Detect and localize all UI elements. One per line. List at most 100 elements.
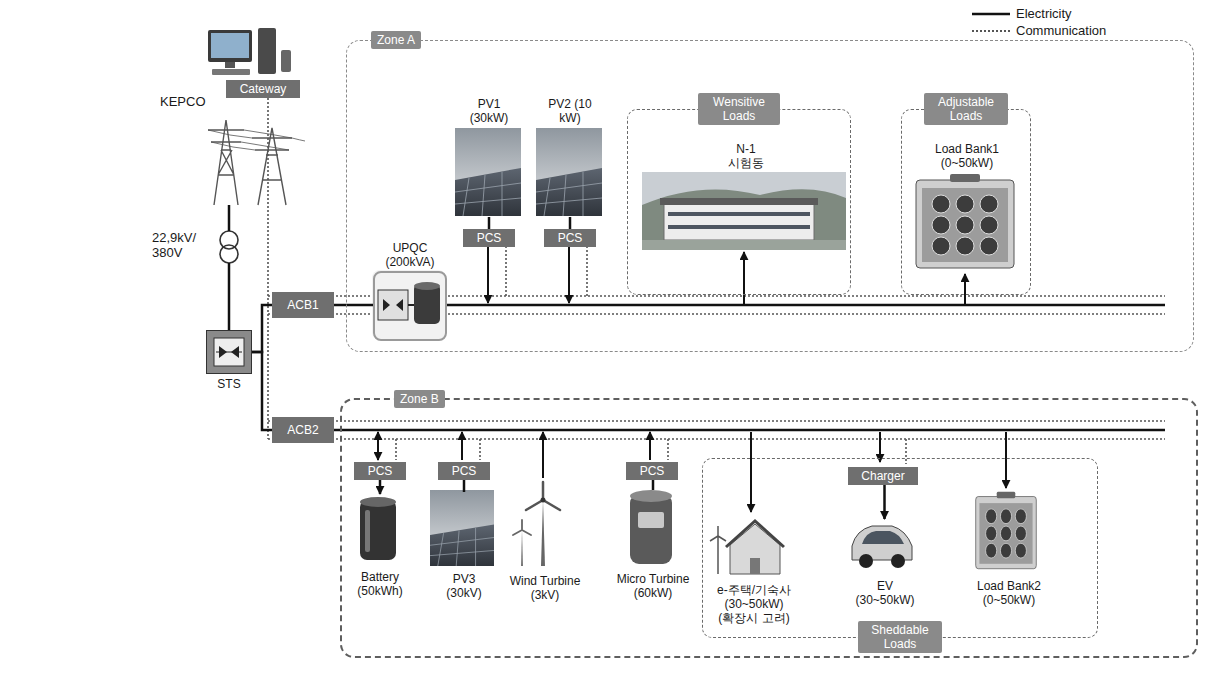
ev-body: [852, 526, 912, 560]
turbine-hub: [541, 498, 546, 503]
node-label: Load Bank2 (0~50kW): [971, 579, 1047, 607]
connector-line: [652, 480, 655, 490]
device-box: Cateway: [226, 80, 300, 98]
device-box: PCS: [354, 462, 406, 480]
upqc-transformer-top: [414, 282, 440, 290]
node-label: Adjustable Loads: [924, 93, 1008, 125]
sts-wire: [216, 352, 242, 353]
power-drop: [487, 246, 489, 303]
power-pylon: [208, 120, 244, 205]
equipment-figure: PV1 (30kW): [456, 129, 522, 217]
upqc-fill: [372, 270, 446, 340]
upqc-wire: [408, 304, 414, 306]
load-bank-photo: [976, 492, 1037, 569]
ev-wheel: [891, 554, 905, 568]
photo-sky: [642, 172, 846, 250]
equipment-figure: Battery (50kWh): [357, 494, 403, 566]
legend-line-sample: [972, 12, 1010, 15]
upqc-converter: [378, 290, 408, 320]
node-label: PCS: [368, 464, 393, 478]
device-box: ACB2: [272, 417, 334, 443]
house-roof: [726, 521, 784, 547]
legend-sample: [972, 9, 1010, 19]
building-roof: [660, 198, 818, 205]
communication-line: [505, 246, 507, 296]
communication-line: [905, 439, 907, 464]
communication-line: [267, 98, 269, 439]
power-drop: [743, 252, 745, 305]
feeder-line: [228, 205, 231, 231]
power-drop: [377, 432, 379, 460]
device-box: PCS: [544, 229, 596, 247]
power-drop: [542, 432, 544, 478]
power-drop: [568, 246, 570, 303]
feeder-line: [228, 263, 231, 330]
pv-panel-photo: [455, 128, 521, 216]
node-label: EV (30~50kW): [853, 579, 917, 607]
building: [664, 204, 814, 240]
node-label: Zone B: [394, 390, 445, 408]
speaker: [281, 50, 291, 72]
sts-symbol-box: [214, 338, 244, 366]
hill: [642, 189, 846, 250]
connector-line: [463, 480, 466, 492]
legend-sample: [972, 26, 1010, 36]
power-drop: [750, 432, 752, 512]
pc-tower: [258, 28, 276, 74]
load-group-region: Adjustable LoadsLoad Bank1 (0~50kW): [901, 109, 1031, 295]
communication-line: [586, 246, 588, 296]
node-label: PCS: [477, 231, 502, 245]
power-drop: [964, 274, 966, 305]
house-door: [750, 558, 760, 574]
power-wire: [208, 130, 305, 150]
switch-box: STS: [206, 330, 252, 374]
communication-line: [667, 439, 669, 460]
monitor-screen: [211, 33, 249, 58]
zone-region: Zone BPCSBattery (50kWh)PCSPV3 (30kV)Win…: [340, 398, 1198, 658]
node-label: Charger: [861, 469, 904, 483]
zone-region: Zone AUPQC (200kVA)PV1 (30kW)PCSPV2 (10 …: [346, 40, 1194, 352]
communication-line: [479, 439, 481, 460]
connector-line: [488, 217, 491, 229]
equipment-figure: EV (30~50kW): [851, 519, 919, 575]
connector-line: [883, 485, 886, 519]
equipment-figure: Wind Turbine (3kV): [512, 480, 578, 570]
lawn: [642, 240, 846, 250]
pv-panel-photo: [430, 490, 494, 566]
connector-line: [252, 305, 272, 352]
transformer-coil: [220, 245, 238, 263]
battery-highlight: [365, 510, 370, 552]
upqc-diodes: [383, 299, 403, 311]
equipment-figure: e-주택/기숙사 (30~50kW) (확장시 고려): [715, 517, 793, 579]
legend-item: Communication: [972, 23, 1106, 38]
node-label: Wind Turbine (3kV): [505, 574, 585, 602]
node-label: Wensitive Loads: [698, 93, 780, 125]
node-label: Micro Turbine (60kW): [612, 572, 694, 600]
load-bank-photo: [916, 174, 1014, 268]
equipment-figure: PV2 (10 kW): [537, 129, 603, 217]
device-box: Charger: [848, 467, 918, 485]
connector-line: [569, 217, 572, 229]
bus-line: [334, 429, 1165, 432]
communication-line: [268, 438, 1165, 440]
node-label: PCS: [640, 464, 665, 478]
legend-text: Communication: [1016, 23, 1106, 38]
equipment-figure: PV3 (30kV): [432, 492, 496, 568]
sts-fill: [206, 330, 252, 374]
monitor: [208, 30, 252, 62]
equipment-figure: Micro Turbine (60kW): [628, 490, 678, 568]
legend-item: Electricity: [972, 6, 1072, 21]
device-box: PCS: [438, 462, 490, 480]
pv-panel-photo: [536, 128, 602, 216]
bus-line: [446, 304, 1165, 307]
node-label: PV3 (30kV): [442, 572, 486, 600]
communication-line: [395, 439, 397, 460]
node-label: Zone A: [371, 31, 421, 49]
battery-body: [360, 500, 396, 560]
micro-turbine-body: [630, 494, 672, 564]
node-label: PV1 (30kW): [466, 97, 512, 125]
micro-turbine-panel: [638, 512, 664, 528]
device-box: PCS: [626, 462, 678, 480]
communication-line: [268, 420, 1165, 422]
